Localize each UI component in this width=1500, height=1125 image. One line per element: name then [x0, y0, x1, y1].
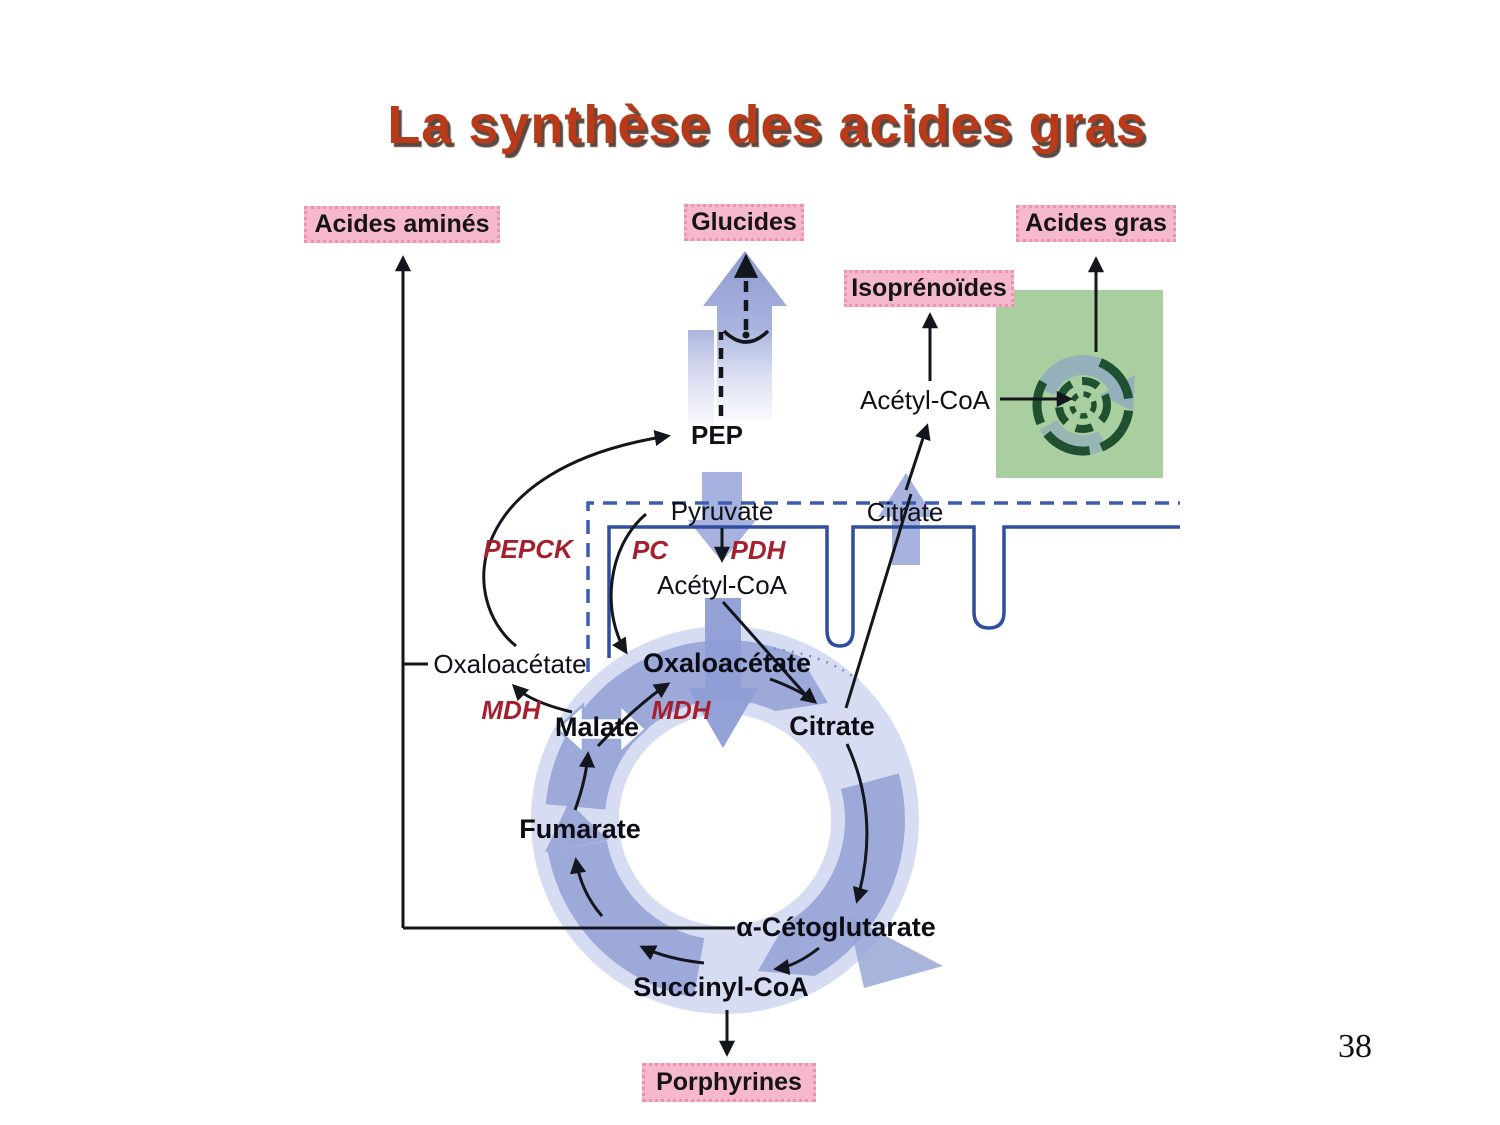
barrier-cup-arc	[722, 329, 770, 344]
citrate-shuttle-line	[844, 493, 913, 709]
gluconeogenesis-arrows	[688, 251, 787, 424]
acetyl-coa-into-cycle-arrow	[688, 598, 758, 748]
pc-arrow	[609, 512, 647, 655]
fatty-acid-spiral-highlight	[996, 290, 1163, 478]
succinylcoa-to-succinate-arrow	[639, 945, 705, 965]
mitochondrial-membrane	[586, 501, 1180, 672]
oxaloacetate-to-citrate-arrow	[769, 677, 818, 704]
citrate-to-acetylcoa-arrow	[904, 423, 931, 491]
fumarate-to-malate-arrow	[573, 751, 596, 811]
mdh-cytosolic-arrow	[511, 683, 573, 714]
spiral-mid-circle	[1055, 377, 1111, 433]
malate-shuttle-arrow	[555, 702, 648, 756]
inner-membrane-solid	[607, 525, 1180, 658]
citrate-to-akg-arrow	[845, 743, 869, 904]
reaction-arrows	[394, 253, 1105, 1057]
transport-arrows	[555, 472, 934, 756]
spiral-outer-arc	[1032, 358, 1134, 456]
pepck-arrow	[482, 430, 671, 648]
spiral-inner-circle	[1069, 391, 1097, 419]
akg-to-succinylcoa-arrow	[773, 946, 820, 976]
citrate-export-arrow	[878, 473, 934, 565]
succinate-to-fumarate-arrow	[570, 857, 604, 917]
mdh-mitochondrial-arrow	[596, 682, 671, 748]
pyruvate-import-arrow	[688, 472, 756, 562]
outer-membrane-dashed	[586, 501, 1180, 672]
